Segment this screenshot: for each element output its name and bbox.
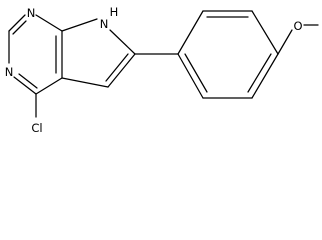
benzene-ring [177, 10, 279, 99]
bond-c4-c4a [35, 77, 63, 95]
bond-n3-c4-inner [18, 73, 38, 89]
pyrrole-ring [61, 18, 136, 88]
bond-n1-c2 [8, 14, 26, 32]
bond-n3-c4 [13, 76, 37, 95]
bond-ph4-ph5-inner [247, 53, 272, 93]
atom-label-nh-n: N [100, 17, 109, 31]
bond-ph4-o [277, 29, 293, 55]
atom-label-n-left: N [5, 65, 14, 79]
bond-ph6-ph1 [177, 53, 204, 99]
bond-c6-c5 [107, 53, 136, 88]
bond-ph6-ph1-inner [184, 53, 208, 93]
bond-c7a-n7h [61, 18, 98, 32]
bond-c7a-n7 [35, 14, 63, 32]
atom-label-cl: Cl [31, 121, 42, 135]
atom-label-o: O [293, 19, 302, 33]
atom-label-n-top: N [27, 6, 36, 20]
pyrimidine-ring [8, 14, 63, 95]
bond-n1-c2-inner [12, 20, 27, 35]
bond-ph1-ph2 [177, 10, 204, 55]
bond-n7h-c6 [109, 29, 136, 55]
bond-ph4-ph5 [251, 53, 279, 99]
bond-c5-c4a [61, 77, 109, 88]
atom-label-nh: H [110, 5, 119, 19]
bond-ph3-ph4 [251, 10, 279, 55]
chemical-structure-diagram: N N H N Cl O [5, 5, 319, 135]
bond-c6-c5-inner [105, 53, 129, 82]
